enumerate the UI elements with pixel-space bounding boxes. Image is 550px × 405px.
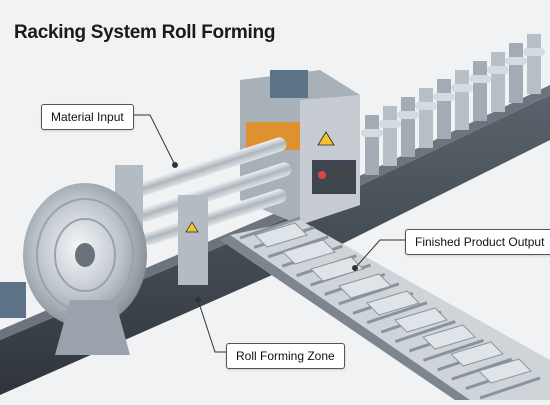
roller-station [383,106,397,166]
roller-station [509,43,523,103]
station-roller [415,102,437,110]
station-roller [361,129,383,137]
roller-station [365,115,379,175]
station-roller [433,93,455,101]
roller-station [419,88,433,148]
station-roller [523,48,545,56]
station-roller [487,66,509,74]
roller-station [437,79,451,139]
station-roller [451,84,473,92]
station-roller [379,120,401,128]
motor-unit [270,70,308,98]
roller-station [455,70,469,130]
callout-material-input: Material Input [41,104,134,130]
station-roller [505,57,527,65]
station-roller [397,111,419,119]
station-roller [469,75,491,83]
roller-station [473,61,487,121]
roller-station [491,52,505,112]
callout-forming-zone: Roll Forming Zone [226,343,345,369]
roller-station [527,34,541,94]
diagram-title: Racking System Roll Forming [14,22,275,44]
drive-motor [0,282,26,318]
roller-station [401,97,415,157]
callout-finished-output: Finished Product Output [405,229,550,255]
